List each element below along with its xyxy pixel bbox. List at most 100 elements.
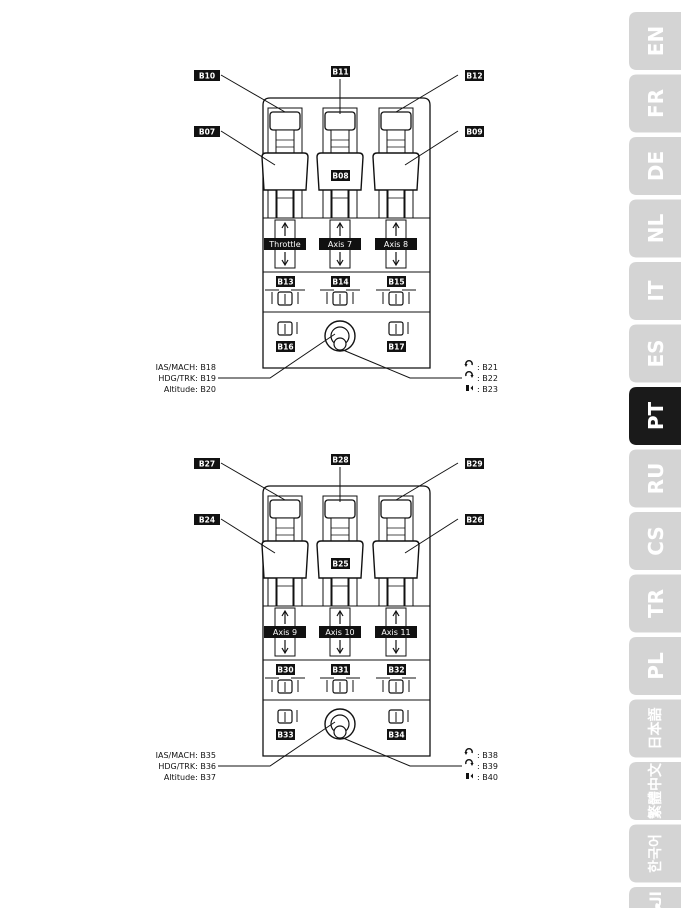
lang-tab-11[interactable]: PL bbox=[629, 637, 681, 695]
leader-lines bbox=[218, 74, 462, 379]
tag-B13-bg bbox=[276, 276, 295, 287]
lever-3: Axis 8 bbox=[372, 107, 420, 269]
lang-tab-label: 繁體中文 bbox=[647, 762, 664, 820]
lang-tab-bg bbox=[629, 824, 681, 883]
arrow-down-icon bbox=[281, 259, 289, 267]
right-callout-line: : B22 bbox=[477, 374, 498, 383]
tag-B16: B16 bbox=[277, 342, 293, 351]
tag-B09-bg bbox=[465, 126, 484, 137]
lever-1: Axis 9 bbox=[261, 495, 309, 657]
lever-top-knob bbox=[269, 111, 301, 131]
toggle-3 bbox=[376, 677, 416, 694]
tag-B12-bg bbox=[465, 70, 484, 81]
push-button-icon bbox=[466, 385, 469, 391]
lang-tab-2[interactable]: FR bbox=[629, 74, 681, 133]
lang-tab-label: CS bbox=[644, 526, 668, 555]
lang-tab-bg bbox=[629, 574, 681, 633]
arrow-down-icon bbox=[392, 647, 400, 655]
knob-shaft bbox=[333, 337, 347, 351]
axis-label-bg bbox=[375, 626, 417, 638]
tag-B26: B26 bbox=[466, 515, 482, 524]
rotate-ccw-icon bbox=[465, 748, 473, 754]
tag-B11: B11 bbox=[332, 67, 348, 76]
lang-tab-10[interactable]: TR bbox=[629, 574, 681, 633]
bottom-switch-1 bbox=[277, 321, 298, 336]
tag-B29: B29 bbox=[466, 459, 482, 468]
lever-handle bbox=[372, 152, 420, 191]
left-callout-line: Altitude: B37 bbox=[164, 773, 216, 782]
push-arrow-icon bbox=[470, 385, 473, 391]
tag-B25: B25 bbox=[332, 559, 348, 568]
lang-tab-13[interactable]: 繁體中文 bbox=[629, 762, 681, 820]
tag-B31: B31 bbox=[332, 665, 348, 674]
axis-label-bg bbox=[264, 238, 306, 250]
tag-B09: B09 bbox=[466, 127, 482, 136]
tag-B33: B33 bbox=[277, 730, 293, 739]
arrow-up-icon bbox=[392, 221, 400, 229]
lever-top-knob bbox=[380, 499, 412, 519]
lang-tab-label: NL bbox=[644, 214, 668, 244]
lang-tab-4[interactable]: NL bbox=[629, 199, 681, 258]
tag-B14-bg bbox=[331, 276, 350, 287]
lang-tab-bg bbox=[629, 512, 681, 570]
lever-3: Axis 11 bbox=[372, 495, 420, 657]
lang-tab-label: TR bbox=[644, 589, 668, 618]
right-callout-line: : B23 bbox=[477, 385, 498, 394]
axis-label: Axis 11 bbox=[381, 628, 410, 637]
tag-B15-bg bbox=[387, 276, 406, 287]
lang-tab-3[interactable]: DE bbox=[629, 137, 681, 195]
lang-tab-5[interactable]: IT bbox=[629, 262, 681, 320]
right-callout-line: : B40 bbox=[477, 773, 498, 782]
lever-1: Throttle bbox=[261, 107, 309, 269]
right-callout-line: : B38 bbox=[477, 751, 498, 760]
toggle-3 bbox=[376, 289, 416, 306]
lang-tab-7[interactable]: PT bbox=[629, 387, 681, 445]
tag-B32: B32 bbox=[388, 665, 404, 674]
toggle-2 bbox=[320, 677, 360, 694]
leader-line bbox=[404, 518, 459, 554]
lang-tab-bg bbox=[629, 199, 681, 258]
arrow-up-icon bbox=[281, 609, 289, 617]
left-callout-line: IAS/MACH: B35 bbox=[156, 751, 216, 760]
arrow-up-icon bbox=[392, 609, 400, 617]
left-callout-line: Altitude: B20 bbox=[164, 385, 216, 394]
bottom-switch-1 bbox=[277, 709, 298, 724]
bottom-switch-2 bbox=[388, 321, 409, 336]
lang-tab-1[interactable]: EN bbox=[629, 12, 681, 70]
tag-B27: B27 bbox=[199, 459, 215, 468]
tag-B24-bg bbox=[194, 514, 220, 525]
tag-B17-bg bbox=[387, 341, 406, 352]
lever-lower-stem bbox=[276, 577, 294, 607]
leader-line bbox=[220, 74, 286, 113]
lang-tab-15[interactable]: العربية bbox=[629, 887, 681, 908]
lang-tab-9[interactable]: CS bbox=[629, 512, 681, 570]
tag-B27-bg bbox=[194, 458, 220, 469]
axis-label-bg bbox=[319, 238, 361, 250]
lang-tab-14[interactable]: 한국어 bbox=[629, 824, 681, 883]
lang-tab-bg bbox=[629, 74, 681, 133]
toggle-1 bbox=[265, 677, 305, 694]
lang-tab-8[interactable]: RU bbox=[629, 449, 681, 508]
lang-tab-label: FR bbox=[644, 89, 668, 118]
axis-label: Axis 9 bbox=[273, 628, 297, 637]
right-callout-line: : B21 bbox=[477, 363, 498, 372]
arrow-head-icon bbox=[464, 364, 468, 367]
tag-B28-bg bbox=[331, 454, 350, 465]
tag-B24: B24 bbox=[199, 515, 215, 524]
lang-tab-bg bbox=[629, 12, 681, 70]
lever-lower-stem bbox=[331, 189, 349, 219]
axis-label-bg bbox=[319, 626, 361, 638]
tag-B16-bg bbox=[276, 341, 295, 352]
tag-B34-bg bbox=[387, 729, 406, 740]
left-callout-line: IAS/MACH: B18 bbox=[156, 363, 216, 372]
lang-tab-12[interactable]: 日本語 bbox=[629, 699, 681, 758]
rotate-cw-icon bbox=[465, 371, 473, 377]
leader-line bbox=[220, 130, 276, 166]
push-button-icon bbox=[466, 773, 469, 779]
lang-tab-6[interactable]: ES bbox=[629, 324, 681, 383]
